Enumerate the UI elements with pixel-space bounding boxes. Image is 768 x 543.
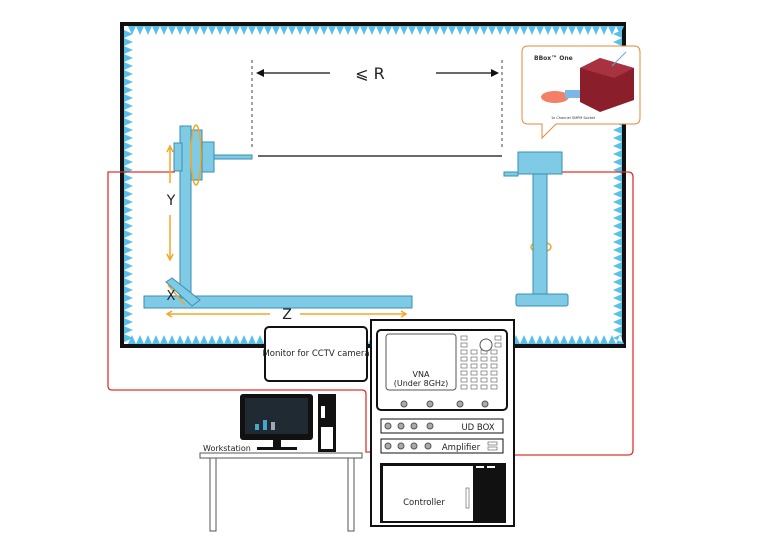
ud-box [380,418,504,434]
rf-port [410,422,418,430]
vna-key [494,342,502,348]
cctv-monitor [264,326,368,382]
vna-key [470,356,478,362]
vna-key [480,356,488,362]
vna-key [460,342,468,348]
rf-port [410,442,418,450]
vna-key [460,363,468,369]
vna-key [490,356,498,362]
vna-key [470,377,478,383]
vna-key [480,384,488,390]
instrument-rack: VNA (Under 8GHz) UD BOX Amplifier Contro… [370,319,515,527]
vna-sub-label: (Under 8GHz) [394,379,449,388]
workstation: Workstation [199,394,363,532]
y-axis-label: Y [166,193,176,209]
rf-port [384,442,392,450]
vna-key [460,356,468,362]
bbox-one-inset: BBox™ One 1x Channel SMPM Socket [521,45,641,140]
vna-key [470,384,478,390]
z-axis-label: Z [282,307,292,323]
rf-port [424,442,432,450]
vna-key [494,335,502,341]
cctv-monitor-label: Monitor for CCTV camera [262,349,369,359]
amplifier-label: Amplifier [442,443,481,453]
dut-pedestal [503,151,569,307]
vna-key [460,349,468,355]
inset-product-name: BBox™ One [534,55,573,62]
amplifier [380,438,504,454]
workstation-label: Workstation [203,444,251,453]
vna-key [470,363,478,369]
rf-port [456,400,464,408]
vna-key [460,370,468,376]
ud-box-label: UD BOX [461,423,494,433]
rf-port [481,400,489,408]
x-axis-label: X [167,289,176,304]
vna-key [460,335,468,341]
vna-key [480,377,488,383]
vna-key [460,377,468,383]
vna-key [480,363,488,369]
vna-key [460,384,468,390]
vna-key [490,349,498,355]
vna-key [470,370,478,376]
rf-port [426,422,434,430]
vna-key [470,349,478,355]
controller-label: Controller [403,498,445,508]
rf-port [400,400,408,408]
vna-key [480,370,488,376]
vna-key [490,370,498,376]
rf-port [384,422,392,430]
distance-label: ⩽ R [355,64,385,83]
rf-port [397,422,405,430]
probe-positioner [143,125,413,309]
vna-screen [385,333,457,391]
motion-arrows [165,124,552,318]
vna-label: VNA [413,370,430,379]
rf-port [397,442,405,450]
inset-socket-label: 1x Channel SMPM Socket [551,116,596,120]
distance-indicator: ⩽ R [251,60,503,157]
rf-port [426,400,434,408]
vna-key [490,384,498,390]
vna-key [490,363,498,369]
vna-key [490,377,498,383]
